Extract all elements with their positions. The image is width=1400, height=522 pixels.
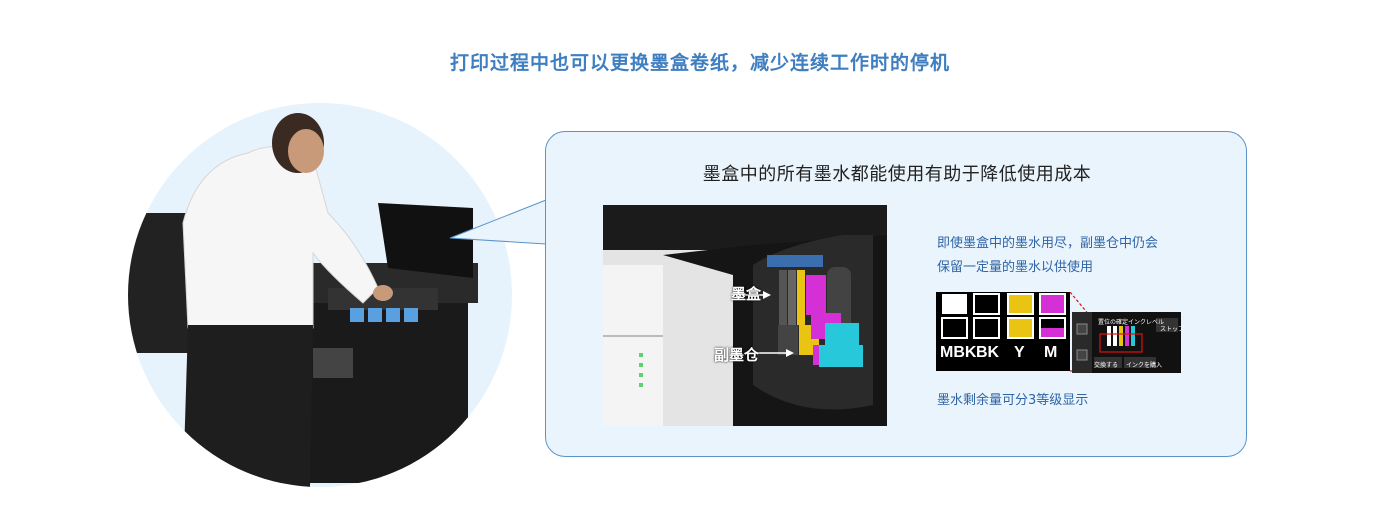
label-ink-cartridge: 墨盒 <box>731 285 762 303</box>
ink-level-indicator: MBK BK Y M <box>936 292 1070 371</box>
screen-buy-ink-button: インクを購入 <box>1126 362 1163 369</box>
note-line-1: 即使墨盒中的墨水用尽，副墨仓中仍会 <box>937 236 1159 251</box>
printer-ink-system-render <box>603 205 887 426</box>
operator-photo <box>128 103 512 487</box>
page-headline: 打印过程中也可以更换墨盒卷纸，减少连续工作时的停机 <box>449 52 950 74</box>
panel-title: 墨盒中的所有墨水都能使用有助于降低使用成本 <box>702 164 1092 185</box>
screen-replace-button: 交換する <box>1094 362 1119 369</box>
label-sub-ink-tank: 副墨仓 <box>714 346 760 364</box>
info-panel: 墨盒中的所有墨水都能使用有助于降低使用成本 <box>545 131 1247 457</box>
ink-name-mbk: MBK <box>940 344 977 361</box>
screen-title: 置位の確定インクレベル <box>1098 319 1165 326</box>
note-ink-levels: 墨水剩余量可分3等级显示 <box>937 393 1089 408</box>
screen-stop-button: ストップ <box>1160 326 1185 333</box>
printer-control-screen: 置位の確定インクレベル ストップ 交換する インクを購入 <box>1072 312 1185 373</box>
ink-name-y: Y <box>1014 344 1025 361</box>
ink-name-bk: BK <box>976 344 1000 361</box>
note-line-2: 保留一定量的墨水以供使用 <box>937 260 1094 275</box>
ink-name-m: M <box>1044 344 1058 361</box>
